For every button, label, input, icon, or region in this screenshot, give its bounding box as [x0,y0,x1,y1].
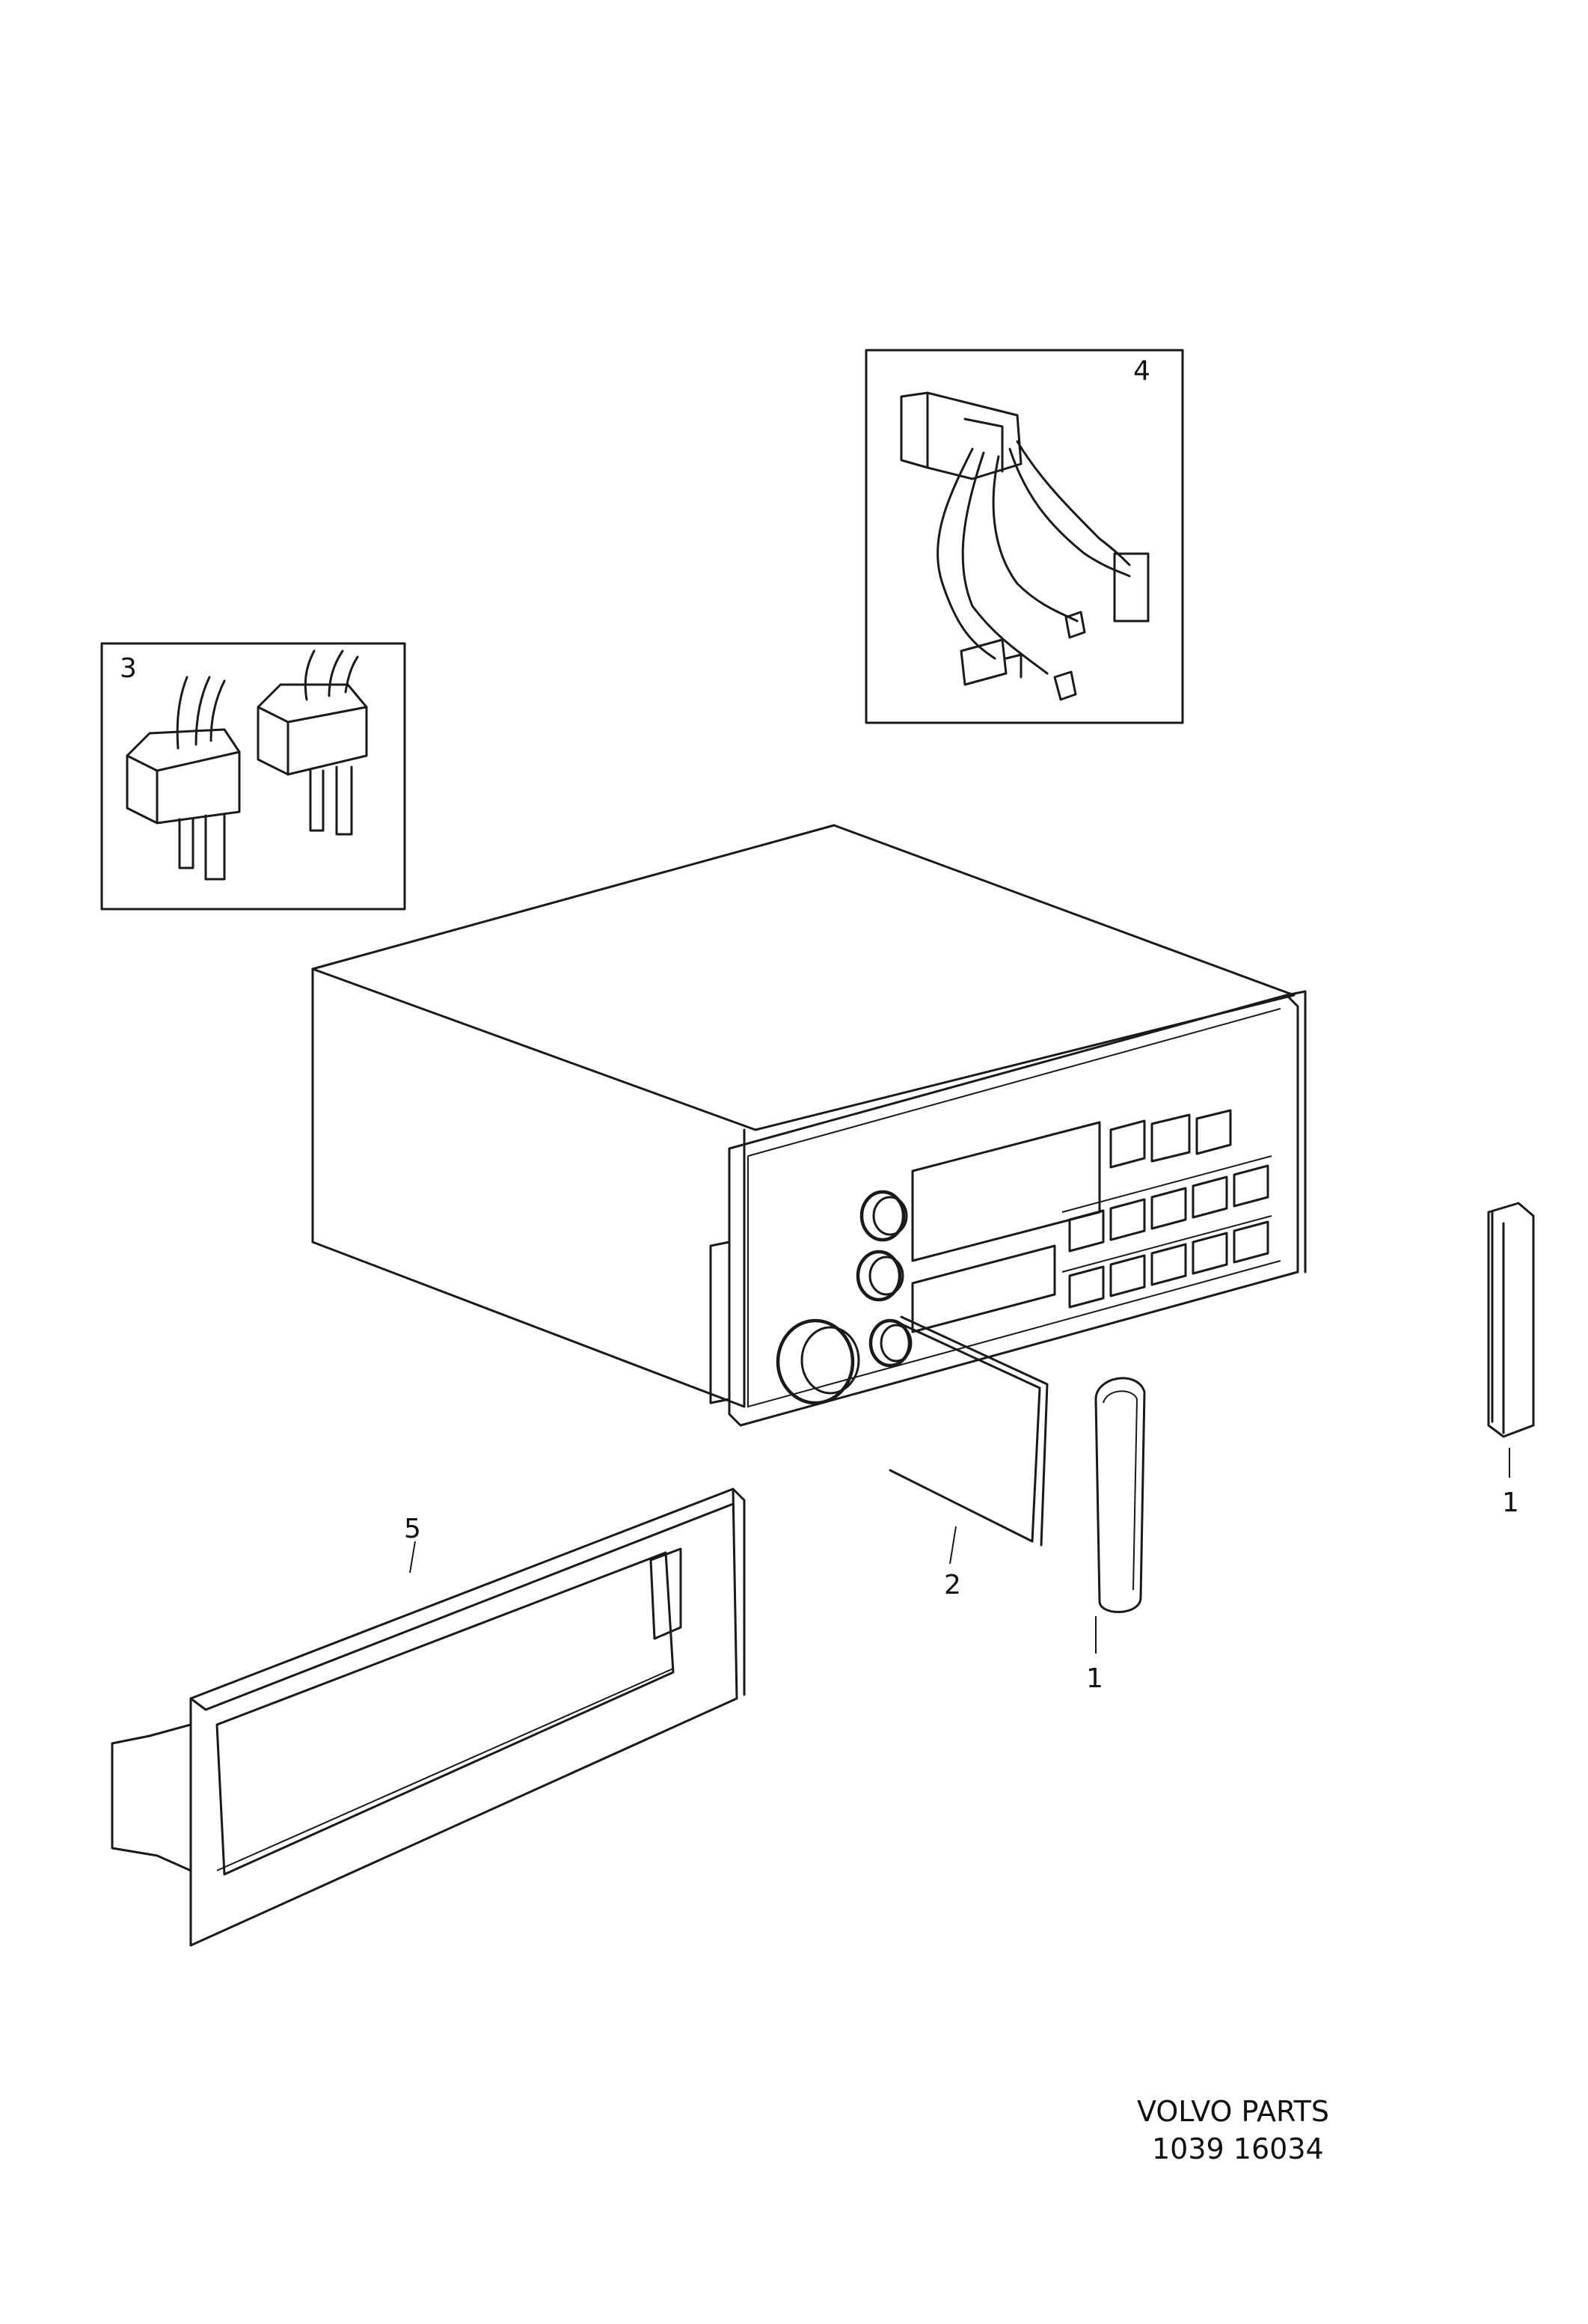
label-item-4: 4 [1133,355,1150,386]
radio-unit [311,824,1307,1427]
label-item-1a: 1 [1086,1663,1103,1694]
part-removal-tool-2: 2 [889,1315,1049,1600]
label-item-5: 5 [404,1514,421,1544]
label-item-1b: 1 [1502,1487,1519,1518]
part-mounting-frame-5: 5 [111,1487,746,1947]
label-item-3: 3 [120,653,137,684]
part-cover-cap-1a: 1 [1086,1377,1146,1694]
inset-connectors-3: 3 [100,642,406,911]
inset-harness-4: 4 [865,349,1184,724]
label-item-2: 2 [944,1570,961,1600]
footer-part-code: 1039 16034 [1152,2132,1324,2165]
part-cover-cap-1b: 1 [1487,1202,1535,1518]
footer-brand: VOLVO PARTS [1137,2095,1330,2128]
